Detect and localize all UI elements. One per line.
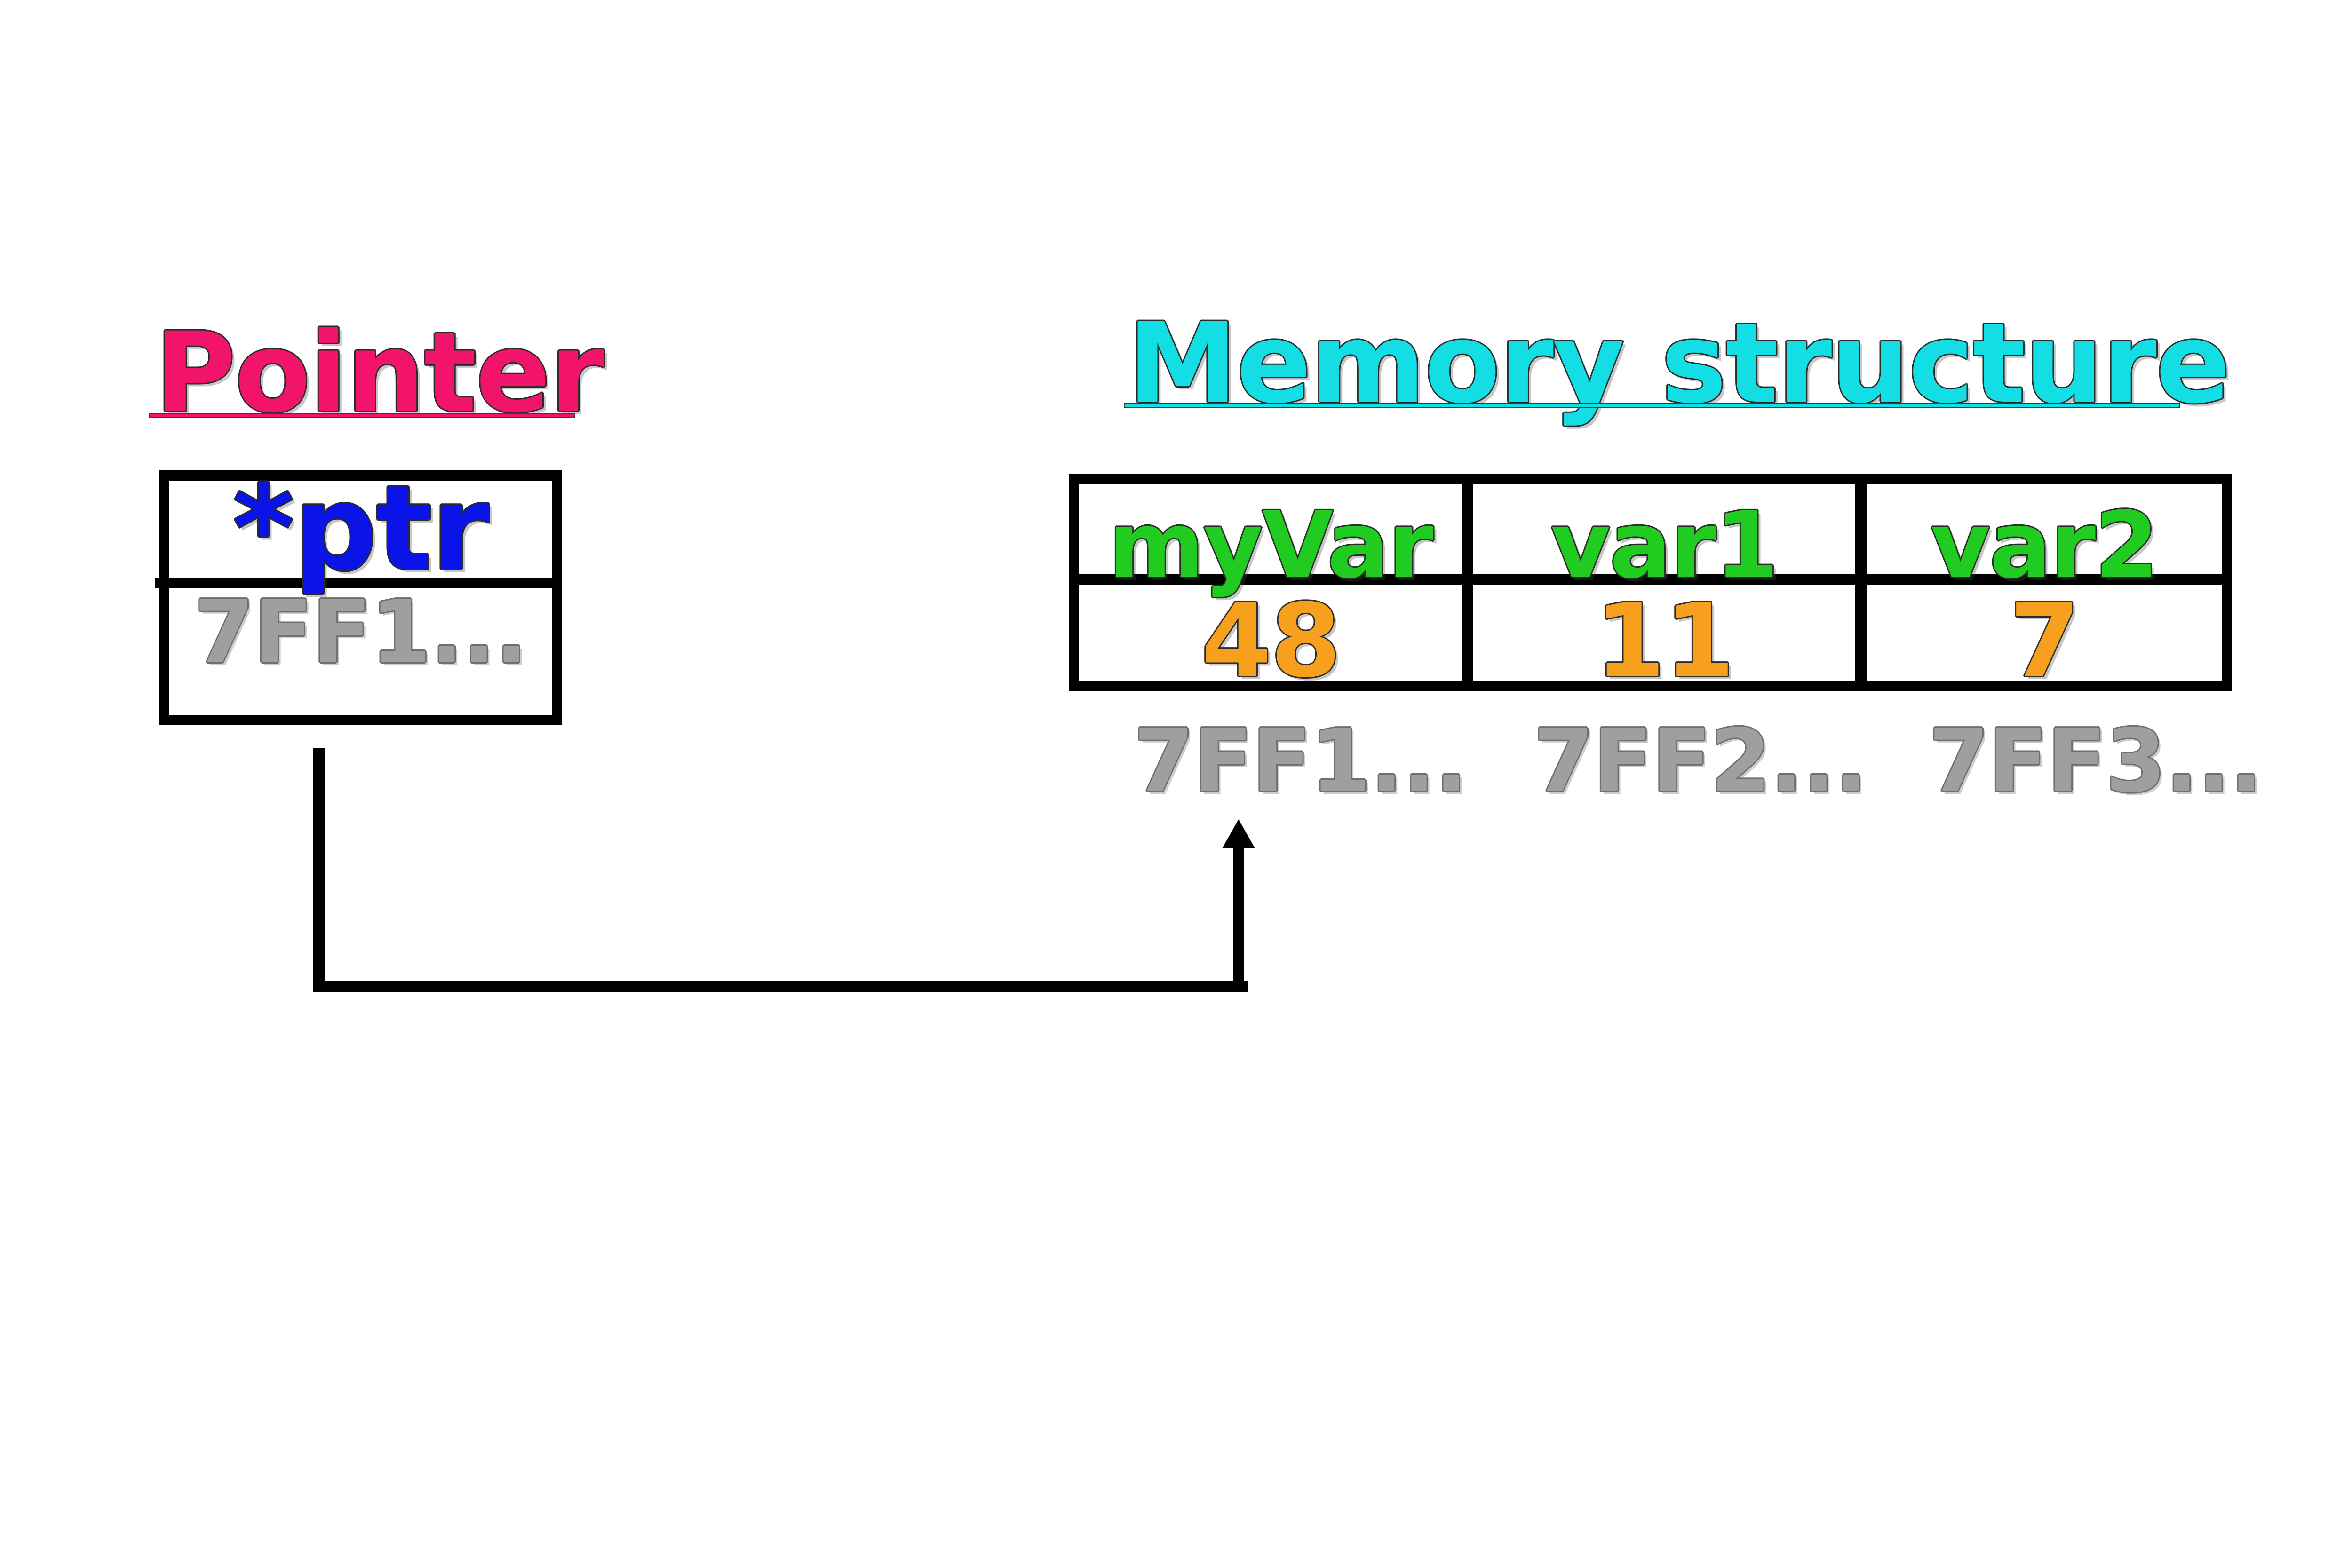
memory-cell-name-var2: var2 <box>1931 492 2159 599</box>
memory-structure-title-underline <box>1124 403 2180 408</box>
memory-address-var1: 7FF2... <box>1534 710 1867 812</box>
memory-address-myvar: 7FF1... <box>1134 710 1468 812</box>
memory-cell-name-var1: var1 <box>1550 492 1779 599</box>
pointer-arrow-segment-up <box>1233 847 1244 988</box>
pointer-arrowhead-icon <box>1222 819 1255 848</box>
pointer-title: Pointer <box>155 309 604 437</box>
memory-table-row-divider <box>1069 574 2232 585</box>
pointer-variable-name: *ptr <box>232 460 489 597</box>
pointer-arrow-segment-across <box>313 981 1248 992</box>
pointer-arrow-segment-down <box>313 748 325 988</box>
pointer-variable-box: *ptr 7FF1... <box>155 460 562 725</box>
memory-cell-value-var2: 7 <box>2009 582 2080 700</box>
pointer-stored-address: 7FF1... <box>193 581 528 683</box>
memory-structure-table: myVar var1 var2 48 11 7 <box>1069 474 2232 691</box>
pointer-box-row-divider <box>155 578 562 588</box>
memory-address-var2: 7FF3... <box>1929 710 2263 812</box>
memory-structure-title: Memory structure <box>1128 300 2231 428</box>
pointer-title-underline <box>149 413 575 418</box>
memory-cell-value-myvar: 48 <box>1201 582 1341 700</box>
memory-cell-value-var1: 11 <box>1595 582 1735 700</box>
memory-cell-name-myvar: myVar <box>1108 492 1434 599</box>
